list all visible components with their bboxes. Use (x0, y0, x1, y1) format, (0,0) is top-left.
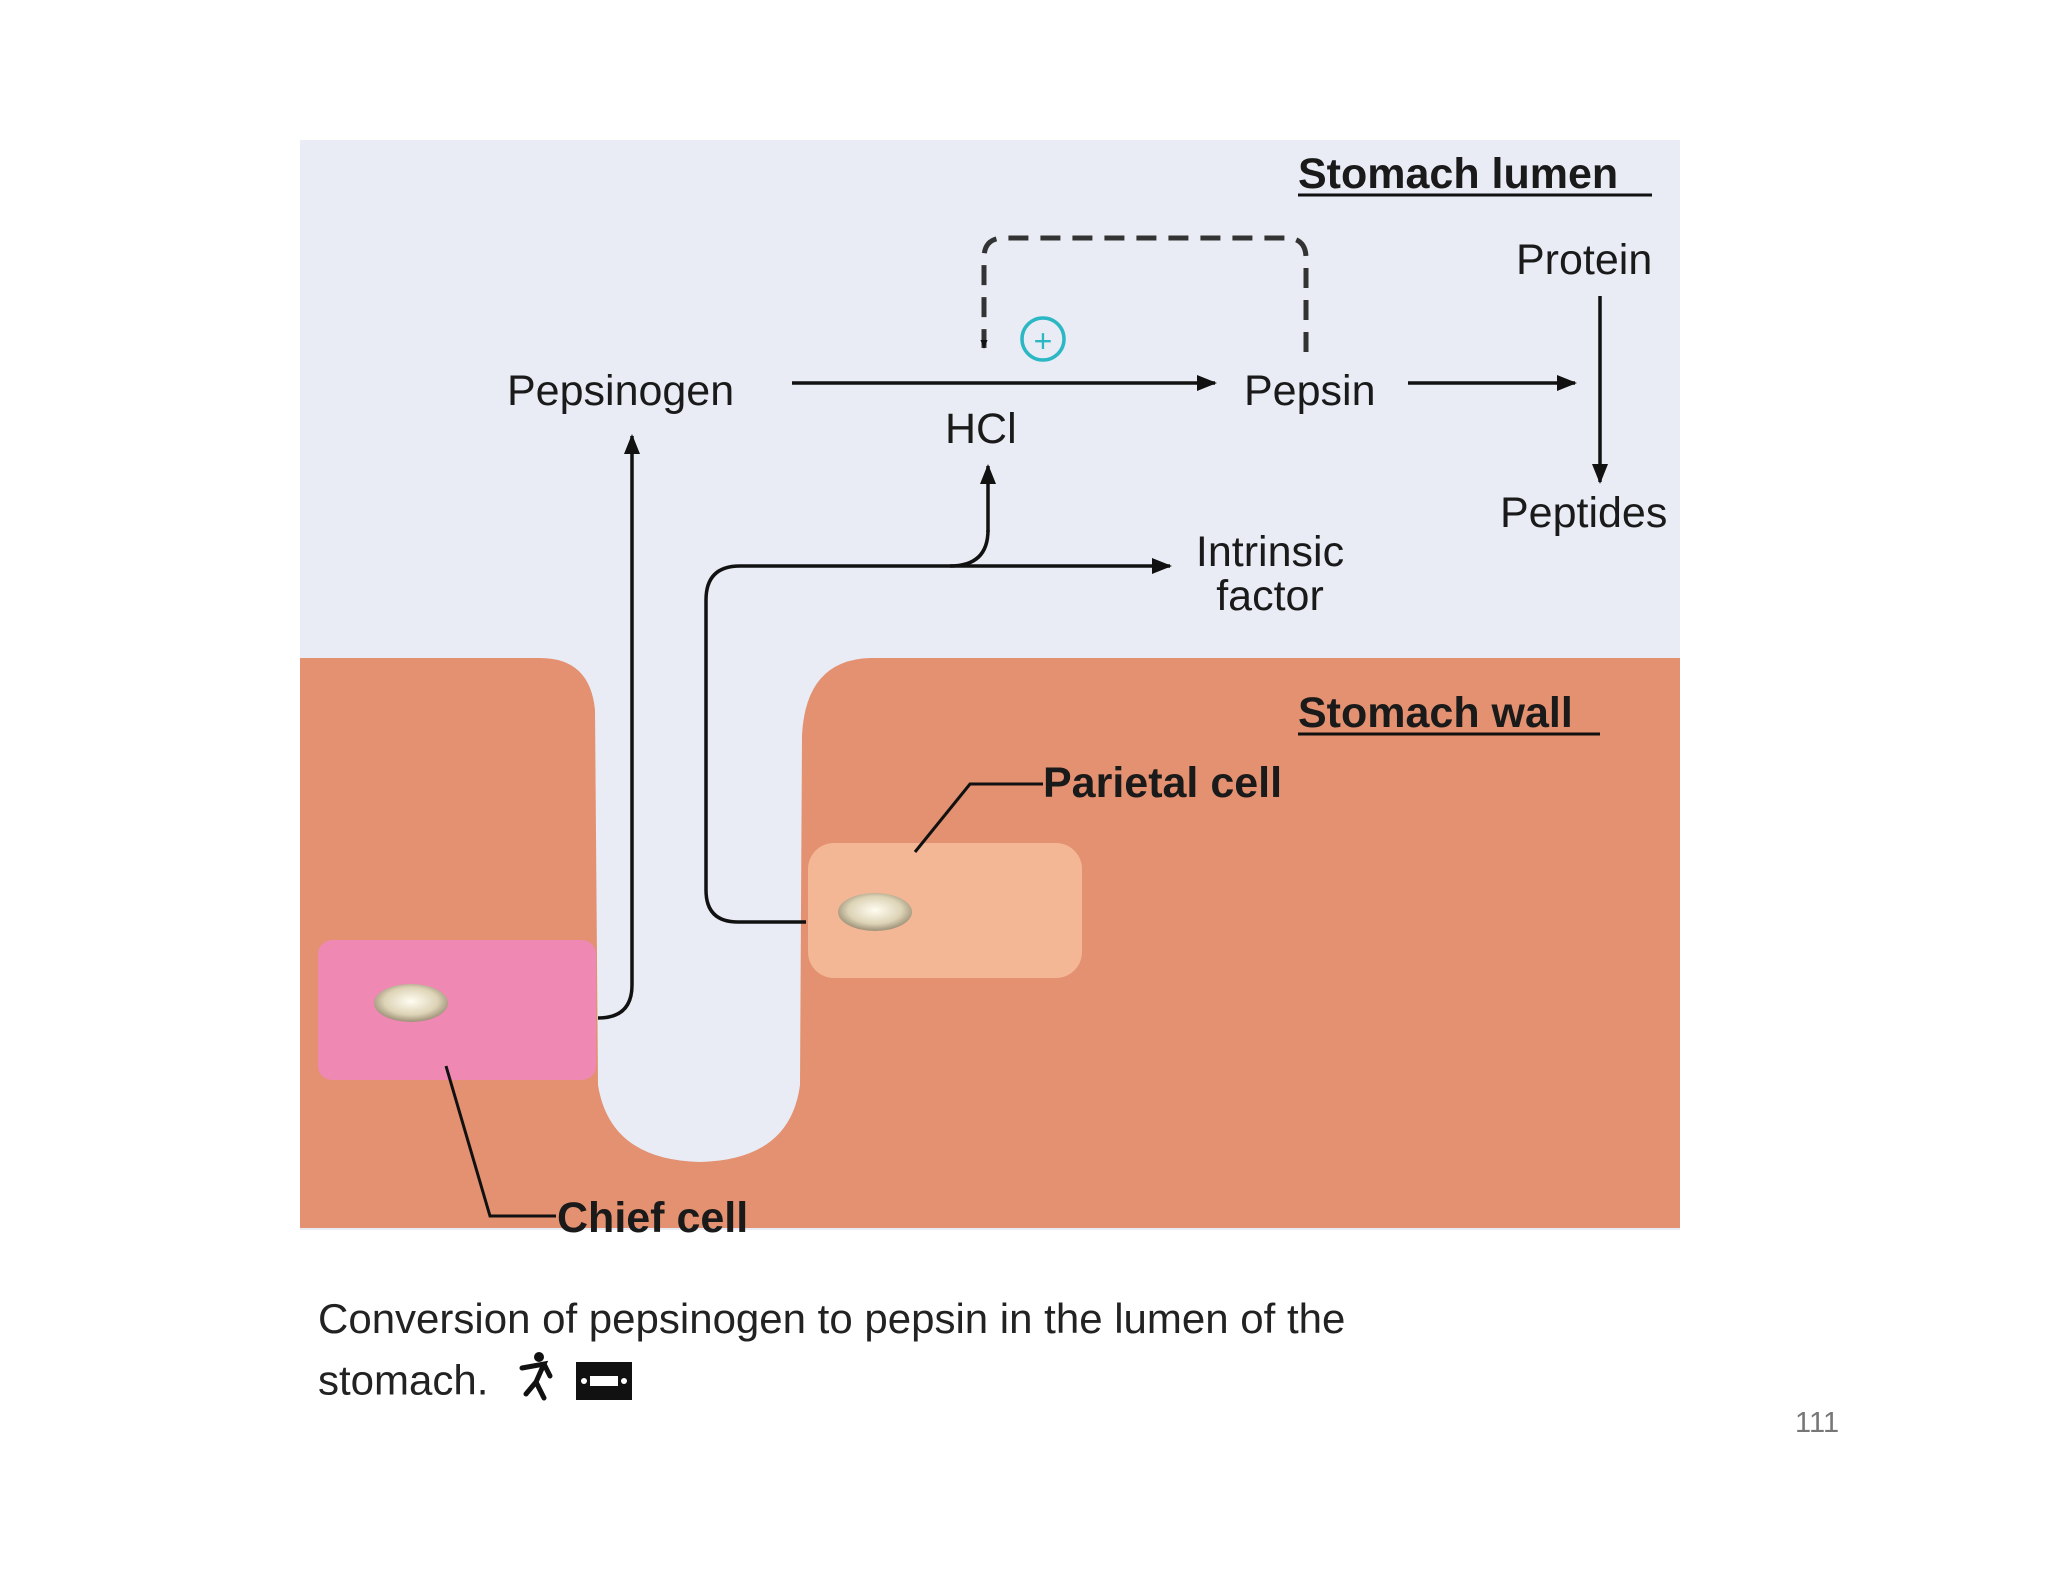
positive-sign-circle (1020, 316, 1066, 362)
chief-cell-leader (444, 1065, 556, 1218)
caption-line-2-text: stomach. (318, 1356, 489, 1404)
chief-cell-nucleus (374, 984, 448, 1022)
chief-cell (318, 940, 596, 1080)
parietal-cell-label: Parietal cell (1043, 759, 1282, 807)
hcl-label: HCl (945, 405, 1017, 453)
running-figure-icon[interactable] (519, 1352, 553, 1401)
parietal-cell-secretion-line (704, 529, 990, 924)
parietal-cell-leader (913, 782, 1043, 853)
page-number: 111 (1795, 1407, 1840, 1439)
protein-label: Protein (1516, 236, 1652, 284)
parietal-cell (808, 843, 1082, 978)
pepsinogen-label: Pepsinogen (507, 367, 734, 415)
intrinsic-factor-label-line1: Intrinsic (1196, 528, 1344, 576)
video-tape-icon[interactable] (576, 1362, 633, 1400)
peptides-label: Peptides (1500, 489, 1667, 537)
stomach-wall-label: Stomach wall (1298, 689, 1573, 737)
parietal-cell-nucleus (838, 893, 912, 931)
chief-cell-secretion-arrow (597, 434, 640, 1020)
figure-caption: Conversion of pepsinogen to pepsin in th… (318, 1290, 1418, 1419)
positive-sign: + (1034, 323, 1053, 359)
caption-line-1: Conversion of pepsinogen to pepsin in th… (318, 1295, 1346, 1342)
stomach-lumen-label: Stomach lumen (1298, 150, 1618, 198)
intrinsic-factor-label-line2: factor (1216, 572, 1324, 620)
caption-icons (514, 1348, 634, 1419)
caption-line-2: stomach. (318, 1348, 1418, 1419)
pepsin-label: Pepsin (1244, 367, 1375, 415)
chief-cell-label: Chief cell (557, 1194, 748, 1242)
positive-feedback-arrow (980, 235, 1309, 352)
